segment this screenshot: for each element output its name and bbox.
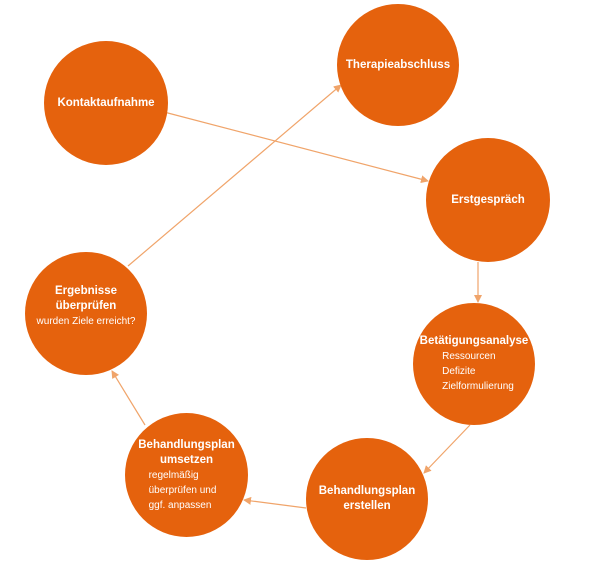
node-title: Therapieabschluss bbox=[345, 58, 451, 71]
node-title-line: Ergebnisse bbox=[55, 285, 117, 297]
node-title-line: überprüfen bbox=[55, 300, 117, 312]
analysis-item: Ressourcen bbox=[442, 351, 496, 362]
arrow-umsetzen-to-ergebnisse bbox=[111, 370, 146, 426]
node-behandlungsplan-umsetzen: Behandlungsplan umsetzen regelmäßig über… bbox=[125, 413, 248, 537]
analysis-item: Defizite bbox=[442, 366, 476, 377]
arrow-analyse-to-erstellen bbox=[423, 424, 471, 474]
node-title: Erstgespräch bbox=[451, 193, 525, 206]
arrow-ergebnisse-to-therapieabschluss bbox=[127, 84, 342, 267]
node-therapieabschluss: Therapieabschluss bbox=[337, 4, 459, 126]
arrow-kontakt-to-erstgespraech bbox=[163, 111, 429, 184]
umsetzen-item: überprüfen und bbox=[148, 484, 217, 496]
arrow-erstellen-to-umsetzen bbox=[243, 496, 307, 509]
node-title-line: umsetzen bbox=[159, 453, 214, 466]
node-title-line: erstellen bbox=[343, 500, 391, 512]
node-subtitle: wurden Ziele erreicht? bbox=[36, 316, 136, 327]
node-betaetigungsanalyse: Betätigungsanalyse Ressourcen Defizite Z… bbox=[413, 303, 535, 425]
node-kontaktaufnahme: Kontaktaufnahme bbox=[44, 41, 168, 165]
node-title-line: Behandlungsplan bbox=[318, 485, 416, 497]
node-behandlungsplan-erstellen: Behandlungsplan erstellen bbox=[306, 438, 428, 560]
analysis-item: Zielformulierung bbox=[442, 381, 514, 392]
node-erstgespraech: Erstgespräch bbox=[426, 138, 550, 262]
node-title-line: Behandlungsplan bbox=[138, 438, 235, 451]
node-title: Kontaktaufnahme bbox=[57, 96, 155, 109]
umsetzen-item: regelmäßig bbox=[148, 469, 199, 481]
node-ergebnisse-ueberpruefen: Ergebnisse überprüfen wurden Ziele errei… bbox=[25, 252, 147, 375]
umsetzen-item: ggf. anpassen bbox=[148, 499, 212, 511]
node-title: Betätigungsanalyse bbox=[419, 335, 529, 347]
